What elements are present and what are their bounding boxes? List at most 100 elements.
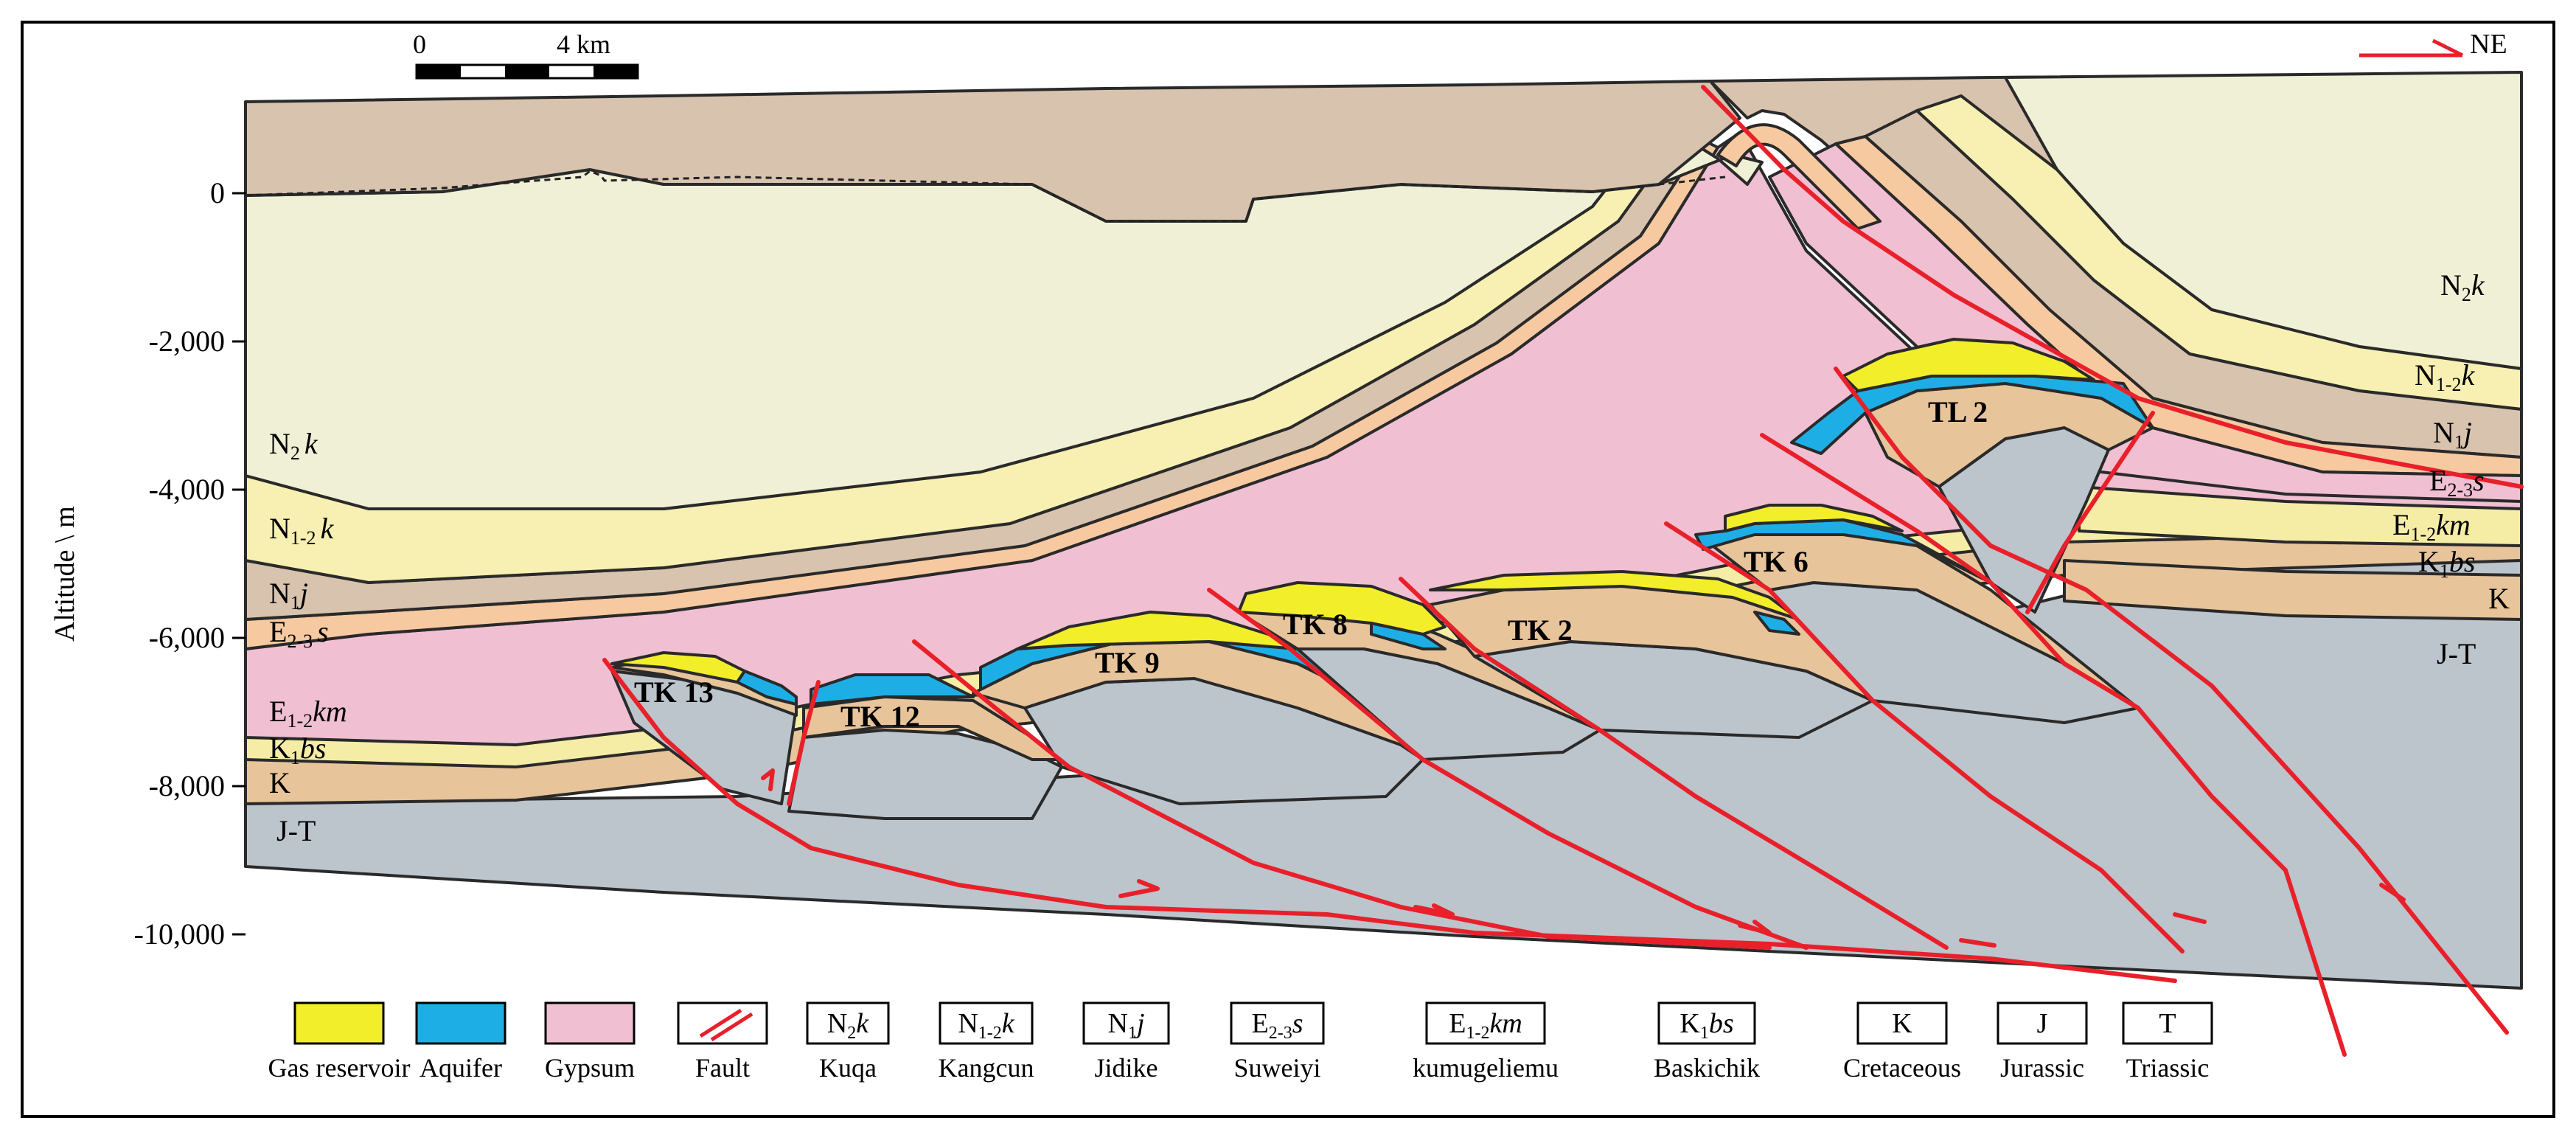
- anticline-crest: [1716, 123, 1881, 230]
- legend-item: Gypsum: [544, 1001, 636, 1083]
- block-tk12-k: [802, 695, 1063, 761]
- legend-label: Kangcun: [939, 1053, 1034, 1083]
- y-tick-label: -8,000: [149, 769, 225, 802]
- label-left-k: K: [269, 766, 290, 799]
- strata-layers: [244, 71, 2523, 990]
- fault-arrow-7: [761, 768, 775, 791]
- legend-symbol: T: [2159, 1008, 2176, 1039]
- y-tick-label: -2,000: [149, 324, 225, 358]
- legend-symbol: N2k: [827, 1008, 869, 1043]
- label-right-n1j: N1j: [2433, 416, 2472, 453]
- label-right-n2k: N2k: [2440, 268, 2485, 305]
- y-tick-label: 0: [210, 176, 225, 209]
- layer-n2k-upper-left: [244, 80, 1741, 223]
- label-right-e12km: E1-2km: [2392, 508, 2471, 545]
- figure-frame: [21, 21, 2555, 1118]
- legend-symbol: J: [2037, 1008, 2048, 1039]
- dotted-contact: [245, 170, 1726, 223]
- legend-label: kumugeliemu: [1413, 1053, 1559, 1083]
- block-tk6-gas: [1724, 504, 1904, 532]
- scale-bar-segment: [505, 65, 549, 78]
- legend-label: Jidike: [1095, 1053, 1158, 1083]
- label-left-jt: J-T: [276, 814, 316, 847]
- y-tick-label: -4,000: [149, 473, 225, 506]
- legend-swatch: [2122, 1001, 2213, 1045]
- legend-symbol: K1bs: [1679, 1008, 1733, 1043]
- fault-arrow-4: [1959, 938, 1997, 948]
- legend-symbol: K: [1892, 1008, 1912, 1039]
- layer-e12km-right: [2078, 485, 2523, 547]
- right-layer-labels: N2k N1-2k N1j E2-3s E1-2km K1bs K J-T: [2392, 268, 2510, 670]
- legend-label: Gas reservoir: [268, 1053, 411, 1083]
- legend-swatch: [1856, 1001, 1948, 1045]
- label-right-k1bs: K1bs: [2418, 545, 2475, 582]
- legend-label: Cretaceous: [1843, 1053, 1961, 1083]
- direction-indicator: NE: [2359, 29, 2507, 60]
- fault-sole: [602, 658, 2177, 983]
- legend-label: Aquifer: [420, 1053, 502, 1083]
- fault-tl2-a: [1760, 433, 2347, 1057]
- fault-arrow-2: [1413, 903, 1455, 917]
- y-axis-title: Altitude \ m: [49, 506, 80, 642]
- legend-item: Aquifer: [415, 1001, 507, 1083]
- block-tl2-gas: [1842, 338, 2095, 392]
- y-axis: Altitude \ m 0-2,000-4,000-6,000-8,000-1…: [49, 176, 246, 951]
- fault-tl2-main: [1834, 367, 2509, 1035]
- y-axis-ticks: 0-2,000-4,000-6,000-8,000-10,000: [134, 176, 246, 951]
- legend-symbol: E2-3s: [1251, 1008, 1303, 1043]
- legend-symbol: N1-2k: [958, 1008, 1014, 1043]
- legend-item: T Triassic: [2122, 1001, 2213, 1083]
- fault-tk8: [1207, 588, 1809, 950]
- label-right-e23s: E2-3s: [2429, 464, 2485, 501]
- scale-bar-end-label: 4 km: [557, 29, 610, 59]
- legend-item: Gas reservoir: [268, 1001, 411, 1083]
- legend-swatch: [1425, 1001, 1546, 1045]
- structure-label: TK 13: [634, 676, 714, 709]
- fault-tk13-back: [787, 680, 821, 806]
- legend-label: Fault: [695, 1053, 750, 1083]
- legend-swatch: [1082, 1001, 1170, 1045]
- structure-label: TL 2: [1928, 395, 1988, 428]
- legend-item: J Jurassic: [1997, 1001, 2088, 1083]
- legend-swatch: [415, 1001, 507, 1045]
- legend-label: Suweiyi: [1233, 1053, 1320, 1083]
- fault-arrow-1: [1118, 879, 1160, 898]
- fault-tk2: [1399, 577, 1949, 950]
- legend-item: Fault: [677, 1001, 768, 1083]
- structure-labels: TK 13 TK 12 TK 9 TK 8 TK 2 TK 6 TL 2: [634, 395, 1988, 733]
- block-tk2-aquifer: [1753, 611, 1800, 636]
- legend-label: Kuqa: [819, 1053, 877, 1083]
- scale-bar-start-label: 0: [413, 29, 426, 59]
- fault-arrow-6: [2379, 883, 2406, 902]
- y-tick-label: -6,000: [149, 621, 225, 654]
- fault-arrow-3: [1738, 920, 1772, 935]
- legend-swatch: [806, 1001, 890, 1045]
- legend-swatch: [939, 1001, 1034, 1045]
- legend-swatch: [293, 1001, 385, 1045]
- direction-arrow-icon: [2359, 38, 2464, 58]
- label-left-e12km: E1-2km: [269, 695, 347, 732]
- label-right-k: K: [2488, 582, 2510, 615]
- fault-tl2-back: [2025, 411, 2155, 614]
- fault-tk6: [1664, 521, 2185, 954]
- label-left-k1bs: K1bs: [269, 732, 326, 768]
- structure-label: TK 12: [840, 700, 920, 733]
- label-right-jt: J-T: [2437, 637, 2476, 670]
- direction-label: NE: [2470, 29, 2507, 60]
- block-tk13-aquifer: [736, 670, 798, 706]
- legend-label: Triassic: [2126, 1053, 2210, 1083]
- legend-swatch: [1230, 1001, 1325, 1045]
- scale-bar-segment: [417, 65, 461, 78]
- legend-label: Jurassic: [2000, 1053, 2084, 1083]
- block-tk8-gas: [1237, 581, 1447, 636]
